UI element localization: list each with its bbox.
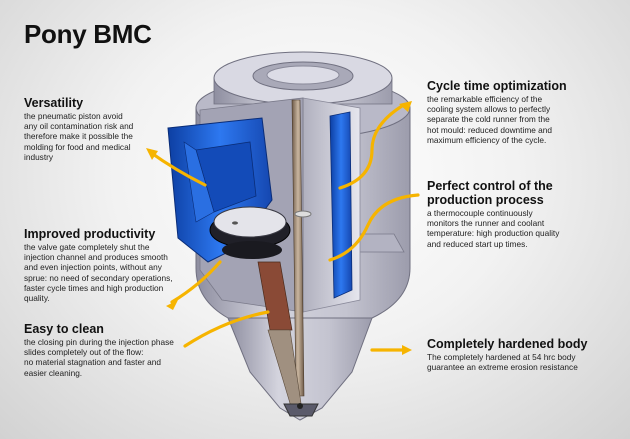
control-block: Perfect control of the production proces… [427,179,612,249]
cycle-heading: Cycle time optimization [427,79,567,93]
versatility-text: the pneumatic piston avoid any oil conta… [24,111,134,162]
productivity-text: the valve gate completely shut the injec… [24,242,173,304]
cycle-text: the remarkable efficiency of the cooling… [427,94,552,145]
arrow-control [328,193,420,262]
page-title: Pony BMC [24,19,152,49]
productivity-heading: Improved productivity [24,227,156,241]
control-heading: Perfect control of the production proces… [427,179,553,207]
cycle-block: Cycle time optimization the remarkable e… [427,79,597,145]
versatility-heading: Versatility [24,96,84,110]
hardened-text: The completely hardened at 54 hrc body g… [427,352,578,373]
hardened-block: Completely hardened body The completely … [427,337,617,372]
hardened-heading: Completely hardened body [427,337,588,351]
clean-heading: Easy to clean [24,322,104,336]
arrow-productivity [170,260,222,304]
versatility-block: Versatility the pneumatic piston avoid a… [24,96,179,162]
control-text: a thermocouple continuously monitors the… [427,208,560,249]
productivity-block: Improved productivity the valve gate com… [24,227,199,303]
callout-arrowheads [146,101,412,355]
arrow-clean [183,310,270,348]
nozzle-body [167,51,411,421]
arrow-cycle [338,104,404,190]
clean-text: the closing pin during the injection pha… [24,337,174,378]
clean-block: Easy to clean the closing pin during the… [24,322,189,378]
